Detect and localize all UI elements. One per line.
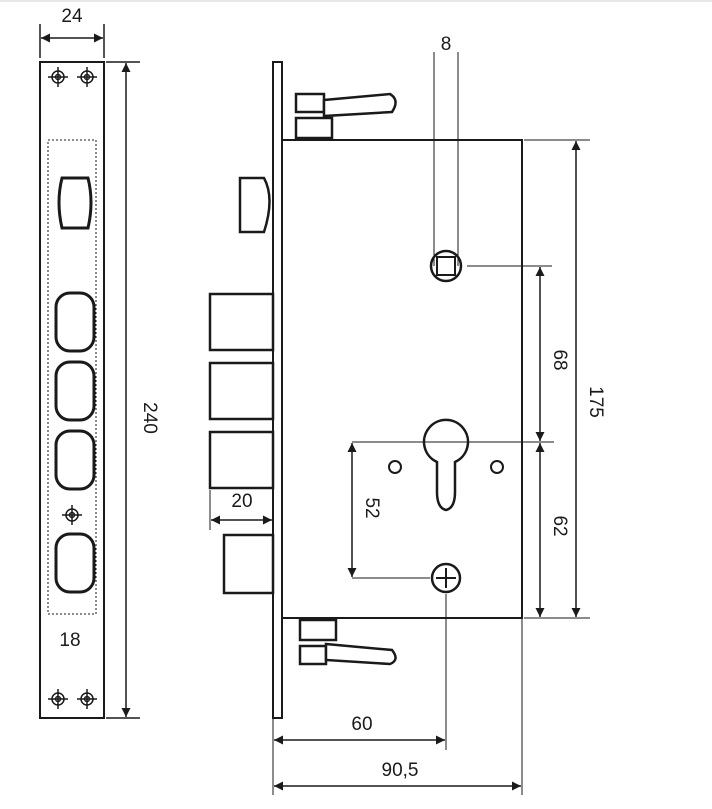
latch-hole — [57, 176, 93, 230]
top-rod-hook — [294, 92, 397, 140]
cylinder-to-bottom-label: 62 — [549, 515, 570, 536]
dim-bolt-projection — [209, 490, 272, 530]
dead-bolts — [208, 292, 275, 490]
dim-follower-offset — [433, 52, 459, 266]
bolt-slot — [54, 429, 96, 491]
faceplate — [39, 61, 105, 719]
case-depth-label: 90,5 — [382, 760, 419, 781]
screw-icon — [48, 67, 97, 709]
bolt-projection-label: 20 — [231, 491, 252, 512]
dim-faceplate-width — [39, 24, 105, 58]
latch-bolt — [238, 176, 271, 234]
handle-hole-icon — [430, 562, 462, 594]
lock-case — [281, 139, 523, 619]
extension-lines — [272, 139, 590, 795]
dead-bolt — [208, 361, 275, 421]
lock-forend — [272, 61, 283, 719]
dead-bolt — [208, 430, 275, 490]
fixing-hole-icon — [388, 460, 504, 474]
dim-faceplate-height — [106, 61, 140, 719]
faceplate-height-label: 240 — [139, 402, 160, 434]
follower-to-cylinder-label: 68 — [549, 349, 570, 370]
bottom-rod-hook — [298, 618, 397, 666]
bolt-slot — [54, 360, 96, 422]
bolt-slot — [54, 291, 96, 353]
follower-offset-label: 8 — [441, 34, 452, 55]
backset-label: 60 — [351, 714, 372, 735]
bolt-slot — [54, 532, 96, 594]
cylinder-to-handle-label: 52 — [361, 497, 382, 518]
dead-bolt — [208, 292, 275, 352]
case-height-label: 175 — [585, 386, 606, 418]
faceplate-width-label: 24 — [61, 6, 83, 27]
cylinder-hole-icon — [422, 418, 470, 512]
faceplate-thickness-label: 18 — [59, 630, 80, 651]
follower-icon — [429, 249, 463, 283]
auxiliary-bolt — [222, 533, 275, 595]
